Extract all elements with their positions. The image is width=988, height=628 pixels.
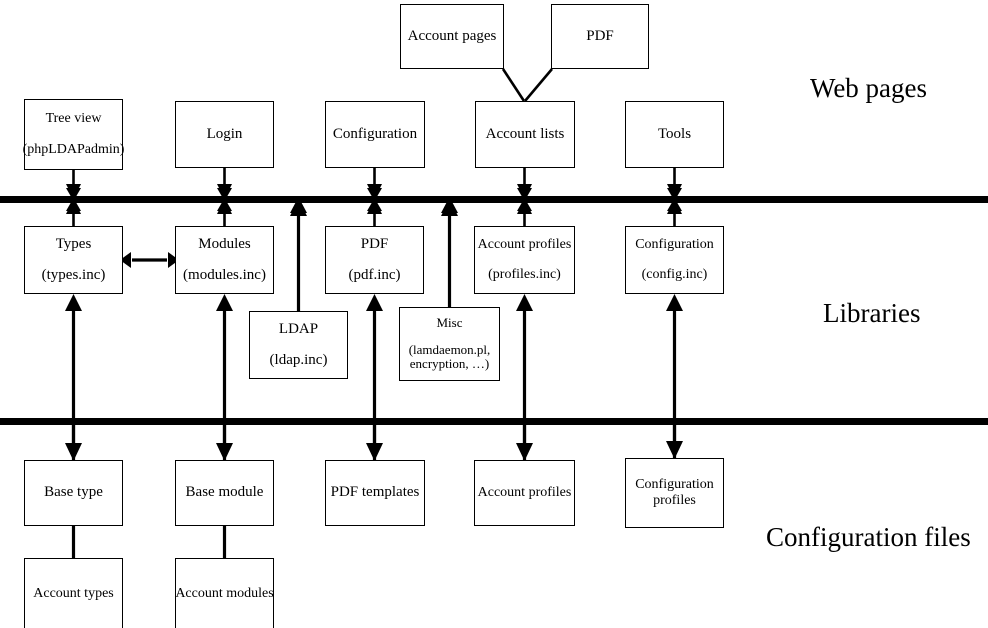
node-pdf-lib[interactable]: PDF (pdf.inc) — [325, 226, 424, 294]
edge-bar-to-pdf-templates — [366, 425, 383, 461]
node-sublabel: (lamdaemon.pl, — [408, 341, 491, 357]
node-label: PDF templates — [330, 484, 420, 501]
node-sublabel: profiles — [653, 493, 696, 508]
node-configuration-profiles[interactable]: Configuration profiles — [625, 458, 724, 528]
node-label: Account profiles — [477, 236, 572, 252]
node-label: Misc — [436, 314, 463, 330]
separator-web-libraries — [0, 196, 988, 203]
node-label: LDAP — [278, 320, 319, 337]
node-tools[interactable]: Tools — [625, 101, 724, 168]
node-modules-lib[interactable]: Modules (modules.inc) — [175, 226, 274, 294]
node-label: Configuration — [332, 125, 418, 142]
band-label-libraries: Libraries — [823, 298, 921, 328]
node-label: Configuration — [635, 476, 714, 492]
node-types-lib[interactable]: Types (types.inc) — [24, 226, 123, 294]
node-label: Account types — [33, 585, 114, 601]
node-label: Account lists — [485, 125, 565, 142]
node-sublabel: (config.inc) — [641, 267, 708, 282]
node-label: Account modules — [175, 585, 274, 601]
node-account-lists[interactable]: Account lists — [475, 101, 575, 168]
band-label-web-pages: Web pages — [810, 73, 928, 103]
node-label: Account profiles — [477, 484, 572, 500]
node-tree-view[interactable]: Tree view (phpLDAPadmin) — [22, 99, 125, 170]
band-label-configuration-files: Configuration files — [766, 522, 971, 552]
edge-types-modules-bidirectional — [120, 252, 179, 268]
node-sublabel-continued: encryption, …) — [409, 356, 490, 372]
node-login[interactable]: Login — [175, 101, 274, 168]
node-account-modules[interactable]: Account modules — [175, 558, 274, 628]
node-ldap-lib[interactable]: LDAP (ldap.inc) — [249, 311, 348, 379]
node-label: Account pages — [407, 27, 497, 44]
node-configuration-lib[interactable]: Configuration (config.inc) — [625, 226, 724, 294]
edge-pdf-to-account-lists — [524, 68, 553, 102]
node-sublabel: (types.inc) — [41, 267, 106, 283]
node-label: Types — [55, 235, 92, 252]
separator-libraries-config — [0, 418, 988, 425]
node-misc-lib[interactable]: Misc (lamdaemon.pl, encryption, …) — [399, 307, 500, 381]
node-sublabel: (profiles.inc) — [488, 267, 561, 282]
edge-account-pages-to-account-lists — [501, 68, 526, 102]
edge-bar-to-configuration-profiles — [666, 425, 683, 459]
node-label: Tree view — [45, 111, 102, 127]
edge-bar-to-base-type — [65, 425, 82, 461]
node-label: Configuration — [635, 236, 714, 252]
arrowhead-tips-into-bar-1 — [66, 188, 682, 213]
node-account-types[interactable]: Account types — [24, 558, 123, 628]
edge-bar-to-base-module — [216, 425, 233, 461]
node-pdf-templates[interactable]: PDF templates — [325, 460, 425, 526]
node-label: Modules — [198, 235, 251, 252]
node-label: Login — [206, 125, 243, 142]
edge-bar-to-account-profiles-file — [516, 425, 533, 461]
node-account-profiles-lib[interactable]: Account profiles (profiles.inc) — [474, 226, 575, 294]
node-sublabel: (pdf.inc) — [348, 267, 401, 283]
node-base-module[interactable]: Base module — [175, 460, 274, 526]
node-base-type[interactable]: Base type — [24, 460, 123, 526]
node-sublabel: (ldap.inc) — [269, 352, 328, 368]
node-pdf-page[interactable]: PDF — [551, 4, 649, 69]
node-sublabel: (phpLDAPadmin) — [22, 141, 125, 157]
node-sublabel: (modules.inc) — [183, 267, 266, 283]
node-label: PDF — [360, 235, 389, 252]
node-label: Base type — [44, 484, 103, 501]
node-label: Base module — [185, 484, 264, 501]
node-configuration-page[interactable]: Configuration — [325, 101, 425, 168]
node-label: Tools — [657, 125, 692, 142]
node-label: PDF — [586, 27, 614, 44]
node-account-pages[interactable]: Account pages — [400, 4, 504, 69]
node-account-profiles-file[interactable]: Account profiles — [474, 460, 575, 526]
